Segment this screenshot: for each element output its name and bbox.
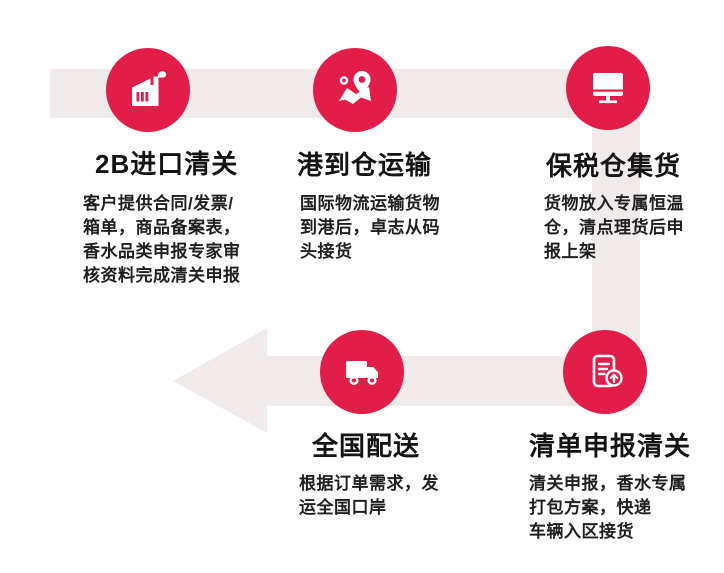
stage-3-circle: [566, 46, 650, 130]
factory-icon: [132, 71, 167, 106]
flow-arrow-head-left: [173, 328, 267, 433]
stage-1-title: 2B进口清关: [95, 149, 239, 179]
stage-5-description: 根据订单需求，发 运全国口岸: [299, 474, 439, 517]
stage-5-title: 全国配送: [312, 431, 421, 461]
truck-icon: [346, 361, 378, 385]
stage-2-title: 港到仓运输: [297, 150, 433, 180]
stage-4-description: 清关申报，香水专属 打包方案，快递 车辆入区接货: [529, 474, 687, 541]
stage-2-description: 国际物流运输货物 到港后，卓志从码 头接货: [300, 194, 440, 261]
stage-3-title: 保税仓集货: [546, 151, 682, 181]
stage-1-description: 客户提供合同/发票/ 箱单，商品备案表， 香水品类申报专家审 核资料完成清关申报: [83, 194, 241, 285]
map-location-icon: [339, 71, 371, 104]
monitor-icon: [593, 73, 623, 104]
stage-3-description: 货物放入专属恒温 仓，清点理货后申 报上架: [544, 194, 684, 261]
stage-4-circle: [563, 330, 647, 414]
stage-2-circle: [313, 48, 397, 132]
document-upload-icon: [592, 354, 623, 388]
stage-4-title: 清单申报清关: [529, 431, 692, 461]
stage-1-circle: [106, 48, 190, 132]
stage-5-circle: [320, 330, 404, 414]
